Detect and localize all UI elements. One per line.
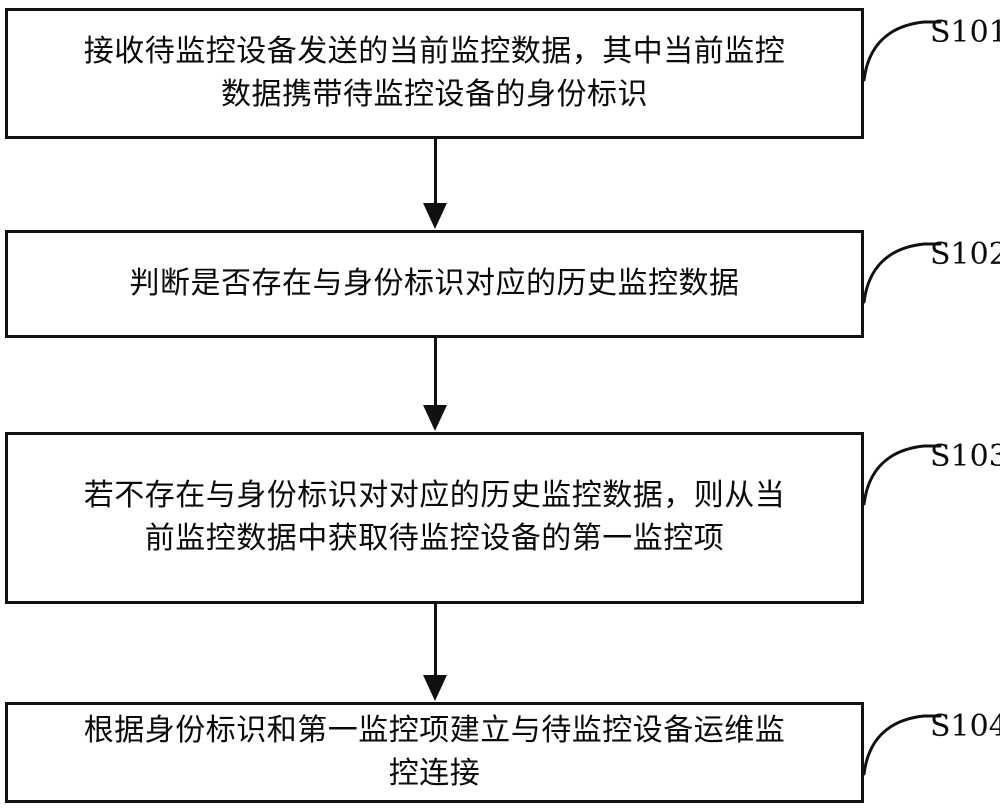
connector-s101-to-s102 xyxy=(423,139,447,230)
connector-stem xyxy=(434,338,437,407)
leader-line-icon xyxy=(862,242,942,304)
connector-stem xyxy=(434,139,437,205)
step-callout-s103: S103 xyxy=(862,434,1000,506)
arrowhead-down-icon xyxy=(423,405,447,431)
process-box-s101: 接收待监控设备发送的当前监控数据，其中当前监控 数据携带待监控设备的身份标识 xyxy=(5,8,864,139)
step-label-s101: S101 xyxy=(930,15,1000,50)
step-callout-s102: S102 xyxy=(862,232,1000,304)
connector-s102-to-s103 xyxy=(423,338,447,432)
arrowhead-down-icon xyxy=(423,675,447,701)
step-label-s103: S103 xyxy=(930,439,1000,474)
step-label-s104: S104 xyxy=(930,709,1000,744)
process-box-s102: 判断是否存在与身份标识对应的历史监控数据 xyxy=(5,230,864,338)
arrowhead-down-icon xyxy=(423,203,447,229)
leader-line-icon xyxy=(862,444,942,506)
leader-line-icon xyxy=(862,20,942,82)
step-callout-s104: S104 xyxy=(862,704,1000,776)
connector-s103-to-s104 xyxy=(423,604,447,702)
step-label-s102: S102 xyxy=(930,237,1000,272)
process-box-s103-text: 若不存在与身份标识对对应的历史监控数据，则从当 前监控数据中获取待监控设备的第一… xyxy=(83,478,786,556)
step-callout-s101: S101 xyxy=(862,10,1000,82)
connector-stem xyxy=(434,604,437,677)
process-box-s104: 根据身份标识和第一监控项建立与待监控设备运维监 控连接 xyxy=(5,702,864,803)
process-box-s103: 若不存在与身份标识对对应的历史监控数据，则从当 前监控数据中获取待监控设备的第一… xyxy=(5,432,864,604)
process-box-s104-text: 根据身份标识和第一监控项建立与待监控设备运维监 控连接 xyxy=(83,712,786,791)
process-box-s101-text: 接收待监控设备发送的当前监控数据，其中当前监控 数据携带待监控设备的身份标识 xyxy=(83,33,786,112)
leader-line-icon xyxy=(862,714,942,776)
process-box-s102-text: 判断是否存在与身份标识对应的历史监控数据 xyxy=(129,265,740,301)
